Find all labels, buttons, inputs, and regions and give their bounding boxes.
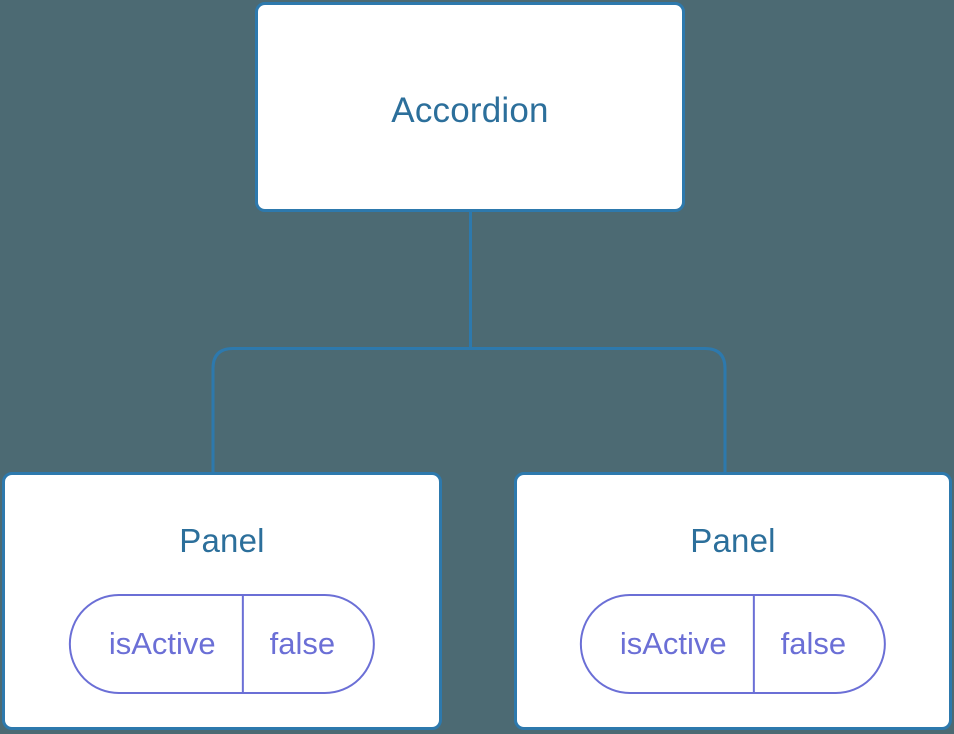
prop-pill-1[interactable]: isActive false <box>68 594 376 694</box>
prop-pill-1-value: false <box>241 596 373 692</box>
prop-pill-2-key: isActive <box>619 626 727 661</box>
node-panel-1[interactable]: Panel isActive false <box>2 472 442 730</box>
node-accordion-label: Accordion <box>391 91 549 130</box>
node-panel-2-label: Panel <box>690 522 776 559</box>
node-accordion[interactable]: Accordion <box>255 2 685 212</box>
node-panel-2[interactable]: Panel isActive false <box>514 472 952 730</box>
connector-branch-left <box>211 347 471 474</box>
connector-branch-right <box>470 347 727 474</box>
prop-pill-2[interactable]: isActive false <box>579 594 887 694</box>
prop-pill-2-value: false <box>752 596 884 692</box>
node-panel-1-label: Panel <box>179 522 265 559</box>
prop-pill-1-key: isActive <box>108 626 216 661</box>
